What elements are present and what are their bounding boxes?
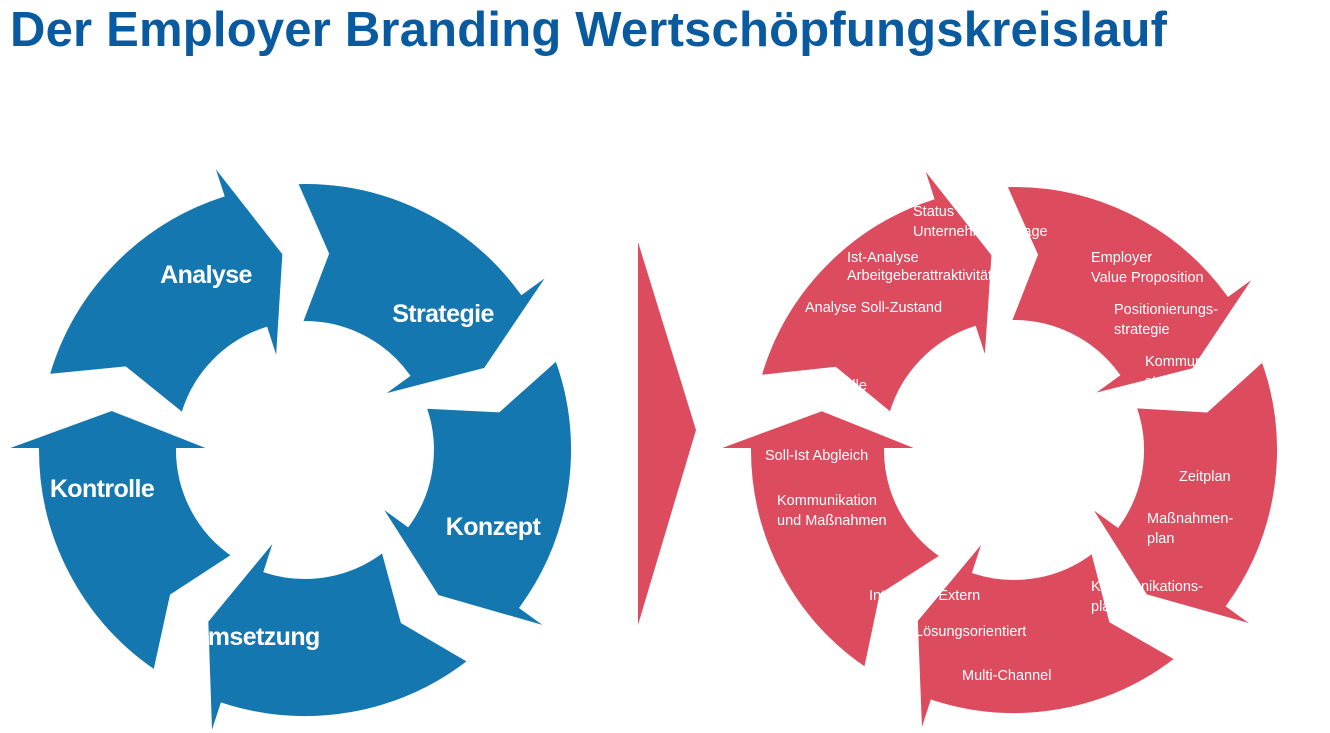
red-cycle-segment-analyse: [756, 160, 996, 419]
red-analyse-item: Unternehmensimage: [913, 224, 1048, 240]
blue-cycle-segment-kontrolle: [0, 406, 238, 676]
red-strategie-item: Value Proposition: [1091, 270, 1204, 286]
red-analyse-item: Ist-Analyse: [847, 250, 919, 266]
red-kontrolle-item: und Maßnahmen: [777, 513, 887, 529]
phase-label-kontrolle: Kontrolle: [50, 475, 155, 503]
red-analyse-item: Analyse Soll-Zustand: [805, 300, 942, 316]
blue-cycle-segment-konzept: [375, 354, 575, 632]
red-strategie-item: strategie: [1114, 322, 1170, 338]
red-konzept-item: plan: [1091, 599, 1118, 615]
red-strategie-item: Kommunikations-: [1145, 354, 1257, 370]
red-kontrolle-item: Soll-Ist Abgleich: [765, 448, 868, 464]
red-analyse-item: Arbeitgeberattraktivität: [847, 268, 992, 284]
red-konzept-item: Zeitplan: [1179, 469, 1231, 485]
blue-cycle-segment-umsetzung: [204, 533, 474, 733]
red-strategie-item: Positionierungs-: [1114, 302, 1218, 318]
red-umsetzung-item: Intern und Extern: [869, 588, 980, 604]
red-umsetzung-item: Multi-Channel: [962, 668, 1051, 684]
red-cycle: [710, 160, 1281, 733]
red-strategie-item: Employer: [1091, 250, 1152, 266]
phase-label-analyse: Analyse: [160, 261, 252, 289]
red-cycle-segment-umsetzung: [913, 534, 1181, 733]
red-kontrolle-item: Kommunikation: [777, 493, 877, 509]
phase-label-konzept: Konzept: [446, 513, 542, 541]
red-konzept-item: Kommunikations-: [1091, 579, 1203, 595]
blue-cycle-segment-strategie: [292, 180, 555, 400]
red-umsetzung-item: Lösungsorientiert: [915, 624, 1026, 640]
chevron-right-icon: [638, 242, 696, 625]
blue-cycle: [0, 157, 575, 733]
red-analyse-item: Status Quo: [913, 204, 986, 220]
phase-label-strategie: Strategie: [392, 300, 494, 328]
red-kontrolle-item: Erfolgskontrolle: [767, 378, 867, 394]
phase-label-umsetzung: Umsetzung: [190, 623, 319, 651]
page-title: Der Employer Branding Wertschöpfungskrei…: [10, 3, 1168, 57]
red-cycle-segment-strategie: [1001, 183, 1261, 400]
red-cycle-segment-kontrolle: [710, 406, 947, 674]
red-cycle-segment-konzept: [1085, 355, 1281, 631]
red-konzept-item: plan: [1147, 531, 1174, 547]
blue-cycle-segment-analyse: [44, 157, 287, 419]
red-strategie-item: strategie: [1145, 374, 1201, 390]
red-konzept-item: Maßnahmen-: [1147, 511, 1233, 527]
